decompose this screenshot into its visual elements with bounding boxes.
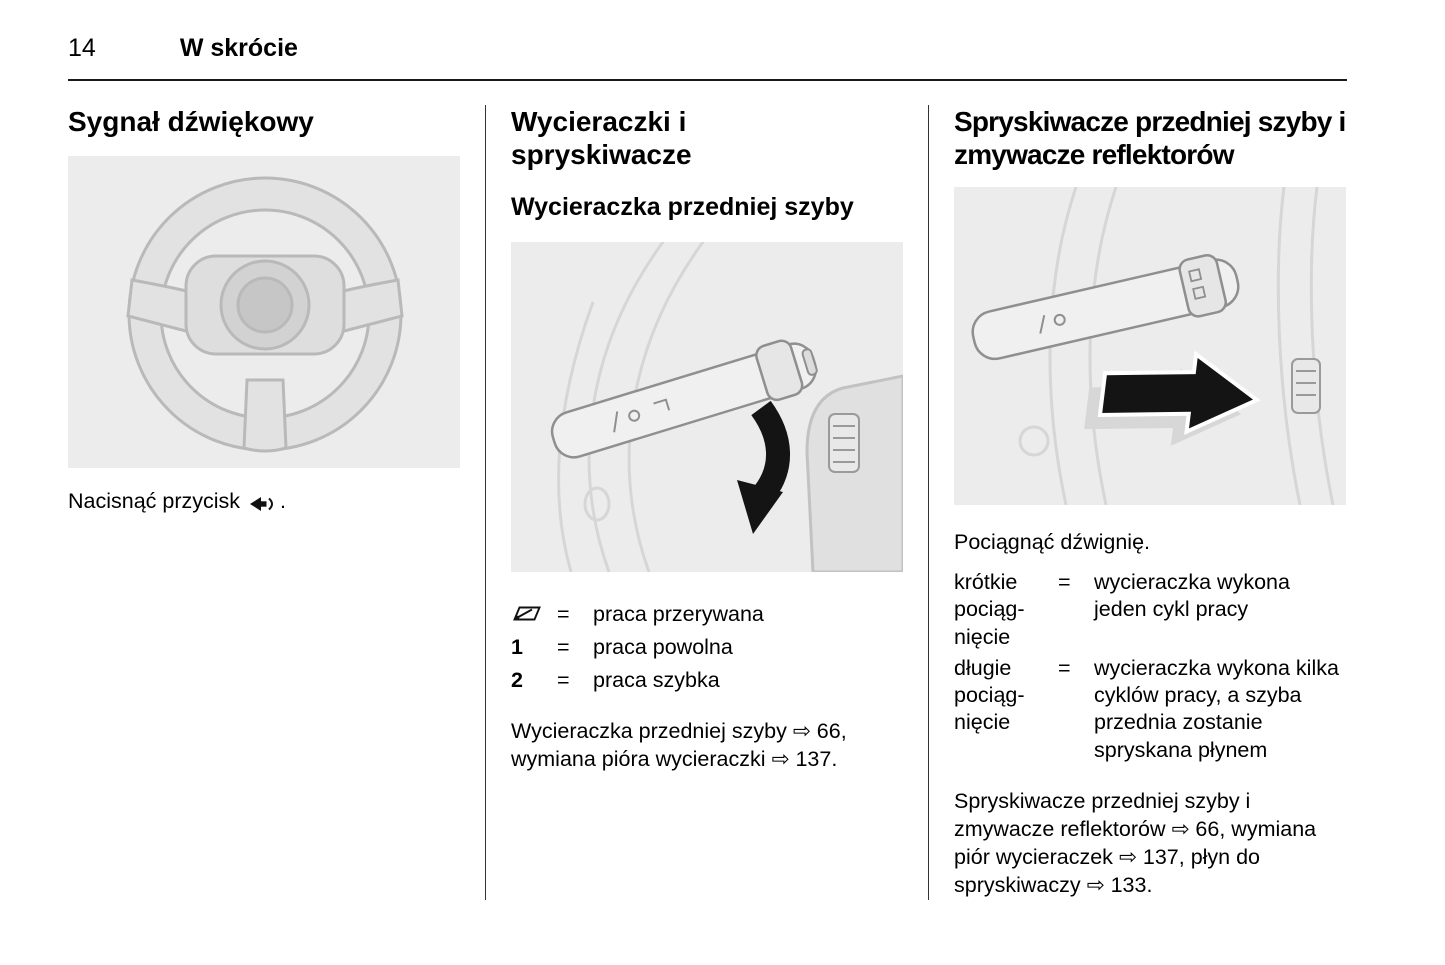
washer-stalk-illustration — [954, 187, 1346, 506]
wiper-reference-paragraph: Wycieraczka przedniej szyby ⇨ 66, wymian… — [511, 718, 847, 771]
content-columns: Sygnał dźwiękowy Nacisnąć przycisk — [68, 105, 1347, 900]
column-divider — [928, 105, 929, 900]
washer-lead-text: Pociągnąć dźwignię. — [954, 530, 1151, 555]
thumbwheel-detail — [828, 413, 860, 474]
page-number: 14 — [68, 34, 96, 62]
wiper-heading: Wycieraczki i spryskiwacze — [511, 106, 692, 171]
page-header: 14 W skrócie — [68, 34, 1347, 79]
legend-label: praca szybka — [593, 667, 720, 692]
washer-reference-paragraph: Spryskiwacze przedniej szyby i zmywacze … — [954, 789, 1317, 897]
horn-heading: Sygnał dźwiękowy — [68, 106, 314, 137]
equals-sign: = — [1058, 570, 1071, 594]
legend-row-slow: 1 = praca powolna — [511, 634, 903, 661]
equals-sign: = — [557, 667, 570, 692]
legend-row-interval: = praca przerywana — [511, 600, 903, 628]
position-1-symbol: 1 — [511, 634, 523, 659]
legend-row-fast: 2 = praca szybka — [511, 667, 903, 694]
wiper-section: Wycieraczki i spryskiwacze Wycieraczka p… — [511, 105, 903, 900]
wiper-stalk-illustration — [511, 242, 903, 573]
header-rule — [68, 79, 1347, 81]
washer-action-table: krótkie pociąg- nięcie = wycieraczka wyk… — [954, 569, 1346, 764]
horn-section: Sygnał dźwiękowy Nacisnąć przycisk — [68, 105, 460, 900]
horn-icon — [248, 494, 275, 514]
legend-label: praca powolna — [593, 634, 733, 659]
horn-caption-period: . — [280, 489, 287, 514]
equals-sign: = — [557, 602, 570, 627]
equals-sign: = — [1058, 655, 1071, 680]
chapter-title: W skrócie — [179, 34, 298, 62]
wiper-interval-icon — [511, 600, 557, 628]
washer-heading: Spryskiwacze przedniej szyby i zmywacze … — [954, 106, 1346, 171]
legend-label: praca przerywana — [593, 602, 764, 627]
term-short-pull: krótkie pociąg- nięcie — [954, 570, 1025, 649]
horn-caption-text: Nacisnąć przycisk — [68, 489, 241, 514]
steering-wheel-illustration — [68, 156, 460, 469]
term-long-pull: długie pociąg- nięcie — [954, 655, 1025, 735]
manual-page: 14 W skrócie Sygnał dźwiękowy — [68, 34, 1347, 900]
wiper-mode-legend: = praca przerywana 1 = praca powolna 2 =… — [511, 600, 903, 694]
horn-caption: Nacisnąć przycisk . — [68, 488, 460, 516]
washer-section: Spryskiwacze przedniej szyby i zmywacze … — [954, 105, 1346, 900]
equals-sign: = — [557, 634, 570, 659]
position-2-symbol: 2 — [511, 667, 523, 692]
column-divider — [485, 105, 486, 900]
desc-short-pull: wycieraczka wykona jeden cykl pracy — [1094, 570, 1290, 622]
desc-long-pull: wycieraczka wykona kilka cyklów pracy, a… — [1094, 655, 1339, 762]
thumbwheel-detail — [1291, 358, 1321, 415]
wiper-subheading: Wycieraczka przedniej szyby — [511, 193, 854, 222]
